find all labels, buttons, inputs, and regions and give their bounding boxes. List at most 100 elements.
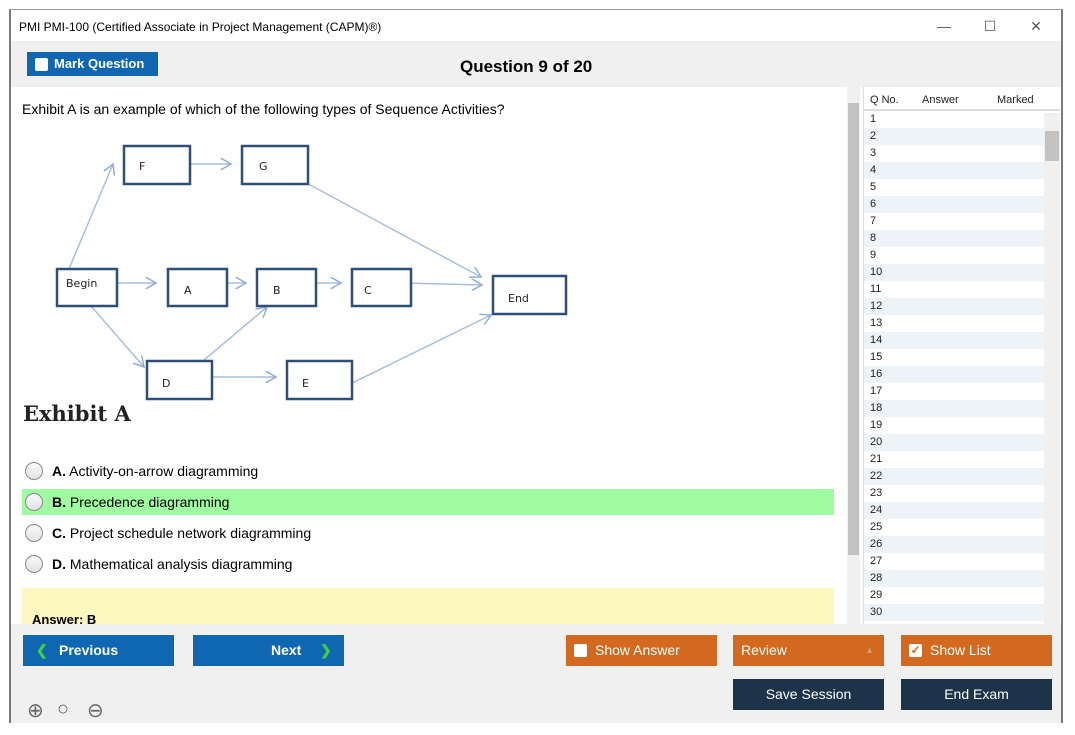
chevron-left-icon: ❮ (36, 642, 48, 658)
minimize-button[interactable]: — (937, 18, 951, 34)
review-dropdown[interactable]: Review ▲ (733, 635, 884, 666)
option-b[interactable]: B. Precedence diagramming (22, 489, 834, 515)
save-session-button[interactable]: Save Session (733, 679, 884, 710)
list-row[interactable]: 26 (864, 536, 1044, 553)
col-qno[interactable]: Q No. (870, 94, 899, 106)
title-bar: PMI PMI-100 (Certified Associate in Proj… (11, 10, 1061, 41)
list-row[interactable]: 3 (870, 147, 877, 159)
radio-button[interactable] (25, 555, 43, 573)
node-a-label: A (184, 284, 192, 297)
list-row[interactable]: 13 (870, 317, 883, 329)
radio-button[interactable] (25, 524, 43, 542)
list-row[interactable]: 7 (870, 215, 877, 227)
node-b-label: B (273, 284, 281, 297)
list-row[interactable]: 15 (870, 351, 883, 363)
list-row[interactable]: 30 (864, 604, 1044, 621)
list-row[interactable]: 19 (870, 419, 883, 431)
previous-button[interactable]: ❮ Previous (23, 635, 174, 666)
list-row[interactable]: 2 (864, 128, 1044, 145)
list-row[interactable]: 23 (870, 487, 883, 499)
node-g (240, 144, 310, 186)
node-begin-label: Begin (66, 277, 97, 290)
option-text: Activity-on-arrow diagramming (69, 463, 259, 479)
show-answer-button[interactable]: Show Answer (566, 635, 717, 666)
list-row[interactable]: 9 (870, 249, 877, 261)
option-d[interactable]: D. Mathematical analysis diagramming (22, 551, 834, 577)
show-list-button[interactable]: ✓ Show List (901, 635, 1052, 666)
list-row[interactable]: 22 (864, 468, 1044, 485)
checkbox-icon[interactable] (574, 644, 587, 657)
list-row[interactable]: 5 (870, 181, 877, 193)
next-label: Next (271, 642, 302, 658)
list-row[interactable]: 21 (870, 453, 883, 465)
list-scroll-thumb[interactable] (1045, 131, 1059, 161)
question-counter: Question 9 of 20 (460, 57, 593, 76)
col-answer[interactable]: Answer (922, 94, 959, 106)
col-marked[interactable]: Marked (997, 94, 1034, 106)
node-b (255, 267, 318, 308)
list-row[interactable]: 24 (864, 502, 1044, 519)
list-row[interactable]: 6 (864, 196, 1044, 213)
previous-label: Previous (59, 642, 119, 658)
close-button[interactable]: ✕ (1030, 18, 1042, 34)
option-a[interactable]: A. Activity-on-arrow diagramming (22, 458, 834, 484)
review-label: Review (741, 642, 787, 658)
list-row[interactable]: 11 (870, 283, 882, 295)
question-text: Exhibit A is an example of which of the … (22, 101, 505, 117)
answer-text: Answer: B (32, 612, 97, 624)
list-row[interactable]: 25 (870, 521, 883, 533)
next-button[interactable]: Next ❯ (193, 635, 344, 666)
mark-question-label: Mark Question (54, 56, 145, 71)
show-list-label: Show List (930, 642, 991, 658)
node-f-label: F (139, 160, 145, 173)
option-letter: A. (52, 463, 66, 479)
list-row[interactable]: 1 (870, 113, 877, 125)
node-d-label: D (162, 377, 170, 390)
option-letter: D. (52, 556, 66, 572)
list-row[interactable]: 20 (864, 434, 1044, 451)
list-scrollbar[interactable] (1044, 113, 1060, 624)
diagram-arrows (68, 164, 491, 388)
option-text: Project schedule network diagramming (69, 525, 312, 541)
zoom-out-icon[interactable]: ⊖ (87, 700, 104, 722)
header: Mark Question Question 9 of 20 (11, 41, 1061, 87)
scroll-thumb[interactable] (848, 103, 859, 555)
app-window: PMI PMI-100 (Certified Associate in Proj… (9, 9, 1063, 723)
show-answer-label: Show Answer (595, 642, 680, 658)
mark-question-button[interactable]: Mark Question (27, 52, 158, 76)
question-panel: Exhibit A is an example of which of the … (11, 87, 847, 624)
option-c[interactable]: C. Project schedule network diagramming (22, 520, 834, 546)
chevron-right-icon: ❯ (320, 642, 332, 658)
list-row[interactable]: 12 (864, 298, 1044, 315)
zoom-reset-icon[interactable]: ○ (57, 698, 70, 720)
checkbox-checked-icon[interactable]: ✓ (909, 643, 922, 657)
list-row[interactable]: 18 (864, 400, 1044, 417)
option-letter: B. (52, 494, 66, 510)
caret-up-icon: ▲ (865, 645, 874, 655)
list-row[interactable]: 8 (864, 230, 1044, 247)
list-row[interactable]: 14 (864, 332, 1044, 349)
list-header: Q No. Answer Marked (864, 87, 1060, 111)
option-text: Precedence diagramming (69, 494, 230, 510)
content-scrollbar[interactable] (847, 87, 860, 624)
list-row[interactable]: 17 (870, 385, 883, 397)
list-row[interactable]: 29 (870, 589, 883, 601)
footer: ❮ Previous Next ❯ Show Answer Review ▲ ✓ Sho… (11, 624, 1061, 723)
option-letter: C. (52, 525, 66, 541)
list-row[interactable]: 10 (864, 264, 1044, 281)
zoom-in-icon[interactable]: ⊕ (27, 700, 44, 722)
node-begin (55, 267, 119, 308)
window-title: PMI PMI-100 (Certified Associate in Proj… (19, 20, 382, 34)
checkbox-icon[interactable] (35, 58, 48, 71)
node-f (122, 144, 192, 186)
maximize-button[interactable]: ☐ (983, 18, 997, 34)
option-text: Mathematical analysis diagramming (69, 556, 293, 572)
radio-button[interactable] (25, 493, 43, 511)
list-row[interactable]: 28 (864, 570, 1044, 587)
list-row[interactable]: 27 (870, 555, 883, 567)
radio-button[interactable] (25, 462, 43, 480)
list-row[interactable]: 4 (864, 162, 1044, 179)
end-exam-button[interactable]: End Exam (901, 679, 1052, 710)
list-row[interactable]: 16 (864, 366, 1044, 383)
